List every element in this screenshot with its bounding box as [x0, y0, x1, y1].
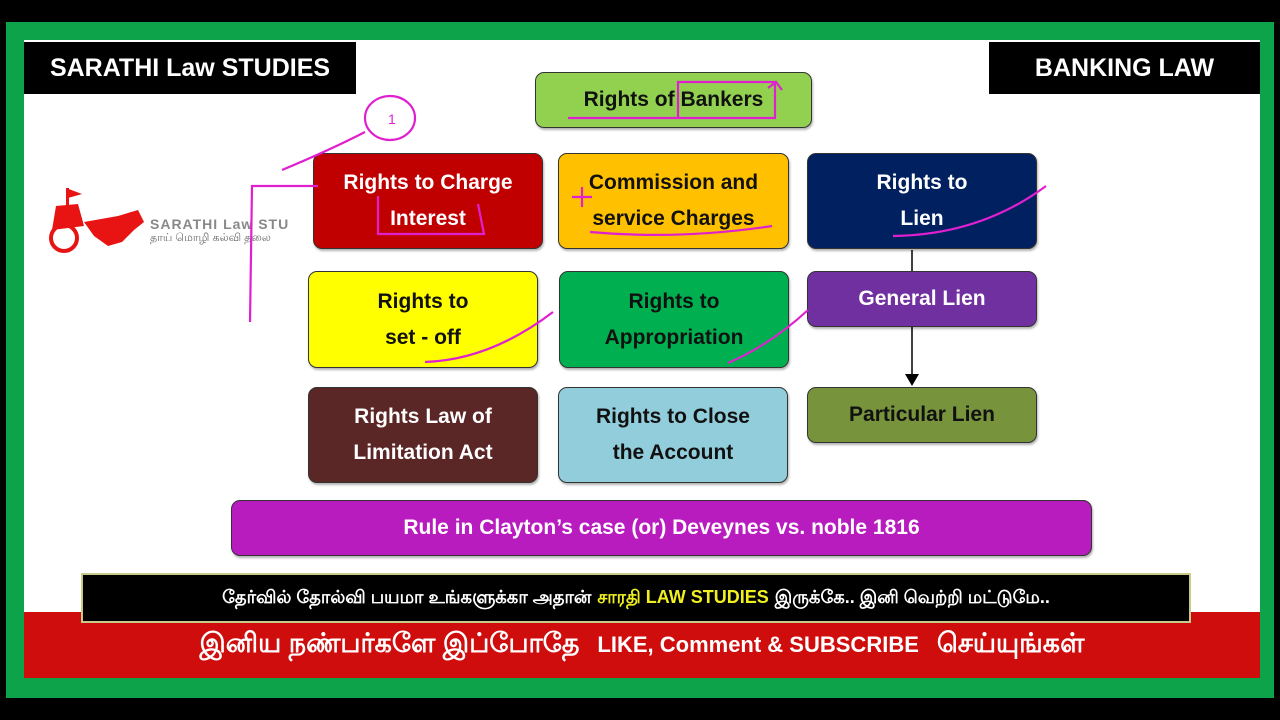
banner2-tamil-1: இனிய நண்பர்களே இப்போதே: [199, 627, 580, 658]
rule-clayton-case: Rule in Clayton’s case (or) Deveynes vs.…: [231, 500, 1092, 556]
node-limitation-act: Rights Law of Limitation Act: [308, 387, 538, 483]
node-lien: Rights to Lien: [807, 153, 1037, 249]
connector-arrow: [905, 250, 919, 386]
banner1-text-2: இருக்கே.. இனி வெற்றி மட்டுமே..: [774, 586, 1050, 607]
header-right-title: BANKING LAW: [989, 42, 1260, 94]
annotation-number: 1: [388, 111, 396, 127]
chariot-icon: [49, 188, 144, 253]
tagline-banner: தேர்வில் தோல்வி பயமா உங்களுக்கா அதான் சா…: [81, 573, 1191, 623]
node-set-off: Rights to set - off: [308, 271, 538, 368]
header-left-title: SARATHI Law STUDIES: [24, 42, 356, 94]
node-close-account: Rights to Close the Account: [558, 387, 788, 483]
logo-subtext: தாய் மொழி கல்வி தலை: [150, 232, 271, 244]
pen-annotations: [248, 80, 1047, 365]
banner2-tamil-2: செய்யுங்கள்: [936, 627, 1085, 658]
node-particular-lien: Particular Lien: [807, 387, 1037, 443]
subscribe-banner: இனிய நண்பர்களே இப்போதே LIKE, Comment & S…: [24, 612, 1260, 678]
banner2-english: LIKE, Comment & SUBSCRIBE: [597, 632, 919, 657]
banner1-highlight: சாரதி LAW STUDIES: [597, 586, 769, 607]
banner1-text-1: தேர்வில் தோல்வி பயமா உங்களுக்கா அதான்: [222, 586, 592, 607]
node-general-lien: General Lien: [807, 271, 1037, 327]
logo-text: SARATHI Law STU: [150, 216, 290, 232]
sarathi-logo: SARATHI Law STU தாய் மொழி கல்வி தலை: [38, 186, 328, 256]
